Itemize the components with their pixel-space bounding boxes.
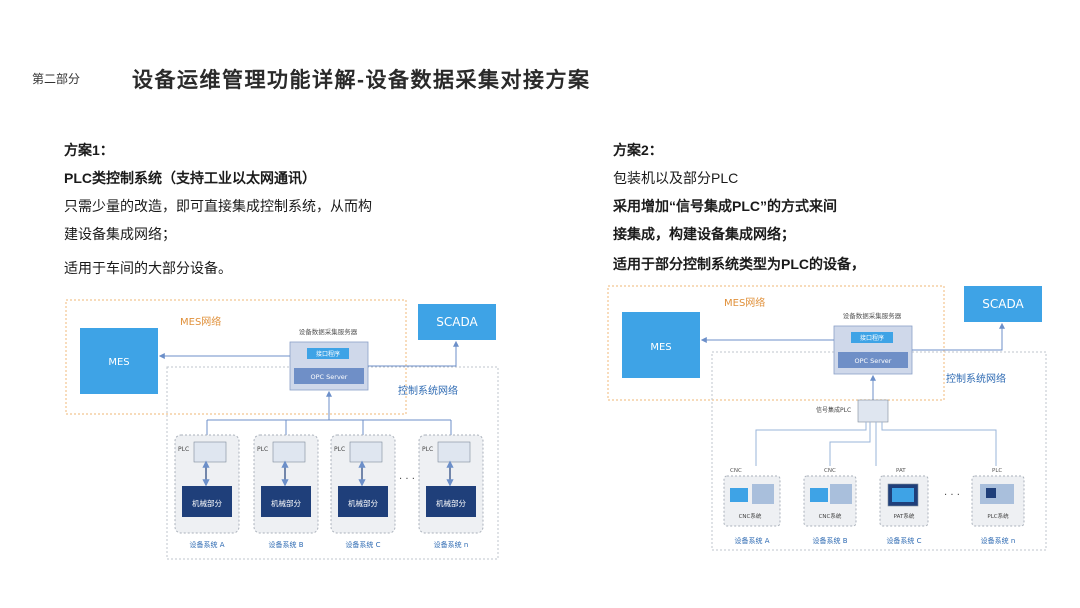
section-label: 第二部分 [32,72,81,86]
mechanical-part-box [338,486,388,517]
control-network-boundary [711,351,1047,551]
mes-network-boundary [607,285,945,401]
device-top-label: PAT [896,468,906,474]
device-name: 设备系统 n [981,536,1016,545]
device-system-label: CNC系统 [739,512,762,520]
plc-label: PLC [257,446,268,453]
mes-label: MES [650,342,671,353]
device-screen [810,488,828,502]
arrow-server-to-scada [912,322,1005,351]
interface-program-label: 接口程序 [316,350,340,358]
system-name: 设备系统 n [434,540,469,549]
device-screen [730,488,748,502]
mechanical-part-label: 机械部分 [436,498,466,508]
plan2-line3: 接集成，构建设备集成网络； [613,226,795,242]
mes-box [622,312,700,378]
device-cabinet [752,484,774,504]
scada-label: SCADA [436,315,478,329]
opc-server-label: OPC Server [855,357,892,365]
device-top-label: CNC [730,468,742,474]
device-system-label: CNC系统 [819,512,842,520]
system-name: 设备系统 A [189,540,224,549]
plan1-heading: 方案1： [64,142,114,158]
mes-label: MES [108,357,129,368]
system-name: 设备系统 B [268,540,303,549]
control-network-label: 控制系统网络 [946,372,1006,385]
ellipsis: · · · [944,490,960,501]
control-network-label: 控制系统网络 [398,384,458,397]
mechanical-part-label: 机械部分 [192,498,222,508]
device-b: CNC CNC系统 设备系统 B [803,468,857,545]
device-system-label: PLC系统 [987,512,1009,520]
signal-plc-module [857,399,889,423]
plc-label: PLC [334,446,345,453]
plan1-subheading: PLC类控制系统（支持工业以太网通讯） [64,170,316,186]
plan2-line1: 包装机以及部分PLC [613,170,739,186]
device-name: 设备系统 C [886,536,921,545]
connector-n [881,422,997,466]
mes-network-label: MES网络 [180,315,221,328]
mechanical-part-label: 机械部分 [348,498,378,508]
plan1-desc-line2: 建设备集成网络； [64,226,176,242]
mechanical-part-box [261,486,311,517]
device-top-label: CNC [824,468,836,474]
server-label: 设备数据采集服务器 [843,311,902,320]
plan2-line2: 采用增加“信号集成PLC”的方式来间 [613,198,837,214]
interface-program-label: 接口程序 [860,334,884,342]
plc-label: PLC [178,446,189,453]
mes-box [80,328,158,394]
opc-server-label: OPC Server [311,373,348,381]
device-a: CNC CNC系统 设备系统 A [723,468,781,545]
device-name: 设备系统 A [734,536,769,545]
scada-box [964,286,1042,322]
device-cabinet [980,484,1014,504]
system-name: 设备系统 C [345,540,380,549]
plan1-desc-line3: 适用于车间的大部分设备。 [64,260,232,276]
page-title: 设备运维管理功能详解-设备数据采集对接方案 [132,69,591,92]
connector-b [829,422,871,466]
server-label: 设备数据采集服务器 [299,327,358,336]
plan2-heading: 方案2： [613,142,663,158]
device-system-label: PAT系统 [894,512,915,520]
device-name: 设备系统 B [812,536,847,545]
diagram-plan2: MES网络 控制系统网络 MES SCADA 设备数据采集服务器 接口程序 OP… [607,285,1047,551]
device-top-label: PLC [992,468,1002,474]
mes-network-boundary [65,299,407,415]
device-c: PAT PAT系统 设备系统 C [879,468,929,545]
mechanical-part-label: 机械部分 [271,498,301,508]
plc-module [437,441,471,463]
diagram-plan1: MES网络 控制系统网络 MES SCADA 设备数据采集服务器 接口程序 OP… [65,299,499,560]
mechanical-part-box [426,486,476,517]
device-cabinet [830,484,852,504]
plc-module [272,441,306,463]
mes-network-label: MES网络 [724,296,765,309]
opc-server-box [294,368,364,384]
device-screen [986,488,996,498]
plan1-desc-line1: 只需少量的改造，即可直接集成控制系统，从而构 [64,198,372,214]
equipment-system-c: PLC 机械部分 设备系统 C [330,420,396,549]
signal-plc-label: 信号集成PLC [816,406,851,414]
interface-program-box [307,348,349,359]
scada-box [418,304,496,340]
plc-module [349,441,383,463]
ellipsis: · · · [399,474,415,485]
scada-label: SCADA [982,297,1024,311]
equipment-system-n: PLC 机械部分 设备系统 n [418,420,484,549]
equipment-system-b: PLC 机械部分 设备系统 B [253,420,319,549]
connector-a [755,422,867,466]
plc-label: PLC [422,446,433,453]
device-n: PLC PLC系统 设备系统 n [971,468,1025,545]
mechanical-part-box [182,486,232,517]
arrow-server-to-scada [368,340,459,367]
device-display [892,488,914,502]
plc-module [193,441,227,463]
interface-program-box [851,332,893,343]
equipment-system-a: PLC 机械部分 设备系统 A [174,420,240,549]
opc-server-box [838,352,908,368]
plan2-line4: 适用于部分控制系统类型为PLC的设备， [613,256,865,272]
